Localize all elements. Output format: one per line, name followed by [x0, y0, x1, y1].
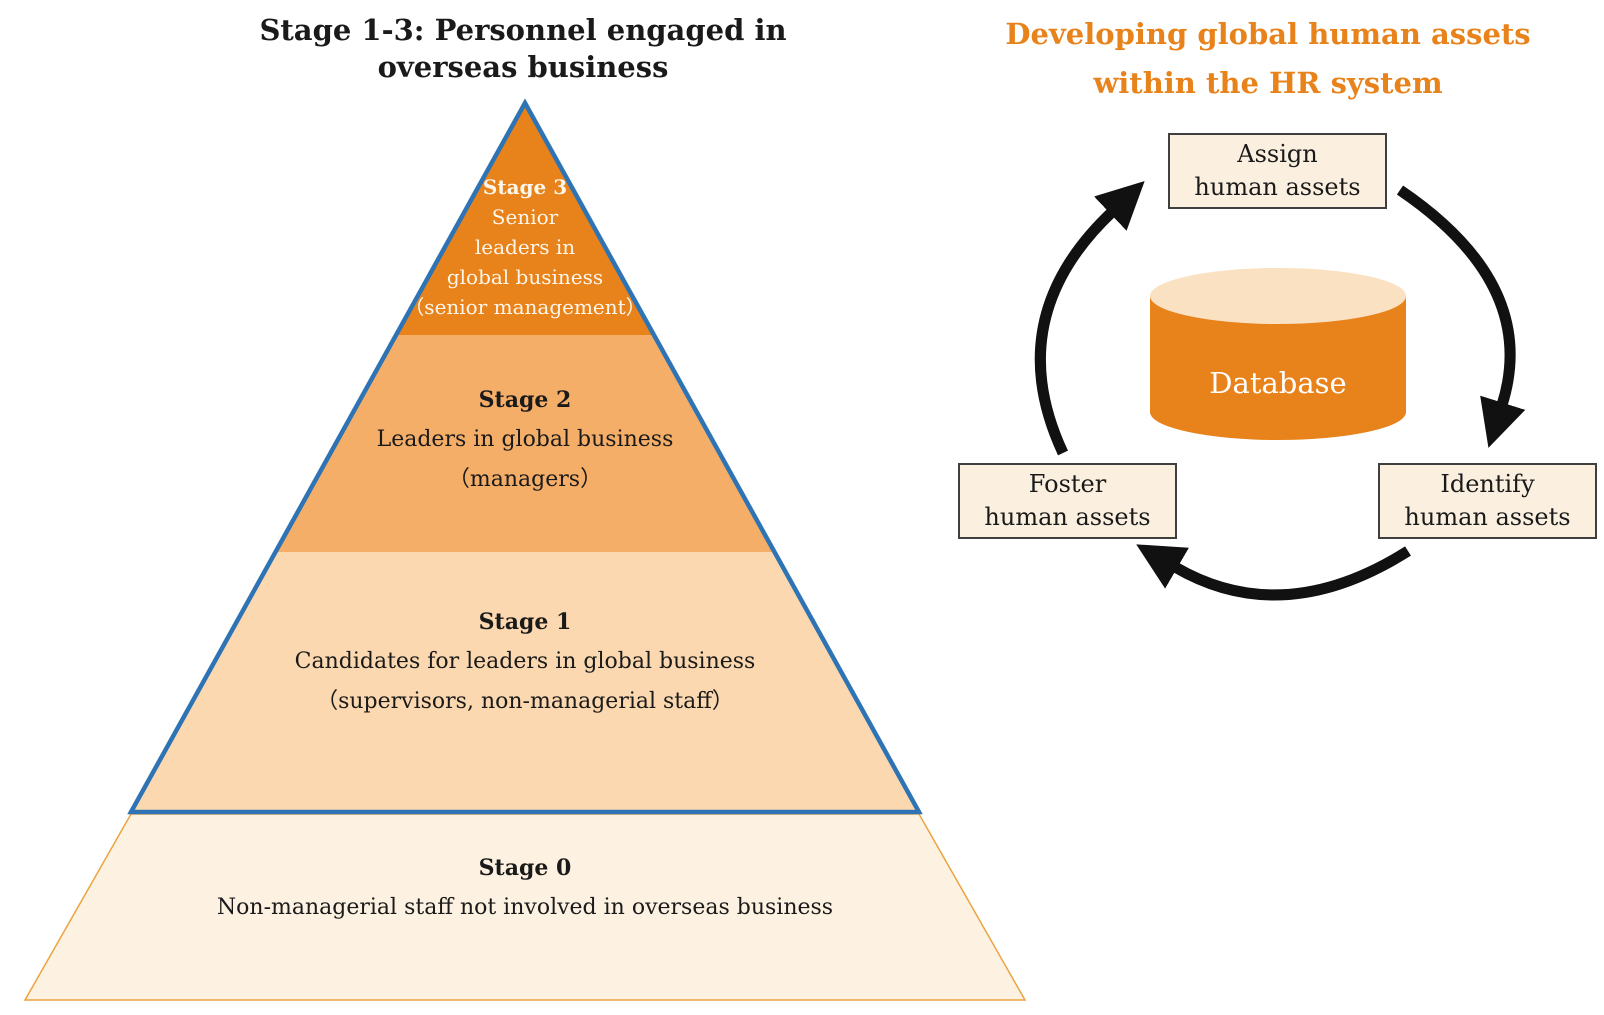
stage0-title: Stage 0 [478, 855, 572, 881]
right-panel-title-line2: within the HR system [1093, 66, 1443, 100]
cycle-arrow-assign-to-identify-icon [1396, 185, 1526, 448]
pyramid-stage2-label: Stage 2 Leaders in global business （mana… [377, 380, 674, 500]
pyramid-stage1-label: Stage 1 Candidates for leaders in global… [295, 602, 756, 722]
stage3-line: global business [446, 265, 604, 289]
right-panel-title-line1: Developing global human assets [1005, 17, 1531, 51]
stage0-line: Non-managerial staff not involved in ove… [216, 895, 834, 920]
identify-box-line2: human assets [1404, 503, 1571, 531]
cycle-arrow-foster-to-assign-icon [1034, 181, 1145, 456]
stage1-title: Stage 1 [478, 609, 572, 635]
database-label: Database [1209, 366, 1347, 400]
left-panel-title-line1: Stage 1-3: Personnel engaged in [259, 13, 787, 47]
stage2-line: （managers） [447, 467, 603, 492]
identify-box-line1: Identify [1440, 470, 1535, 498]
pyramid-stage2-shape [276, 335, 774, 552]
right-panel-title: Developing global human assets within th… [1005, 10, 1530, 108]
stage2-line: Leaders in global business [376, 427, 674, 452]
foster-human-assets-box: Foster human assets [958, 463, 1177, 539]
assign-human-assets-box: Assign human assets [1168, 133, 1387, 209]
stage3-line: （senior management） [404, 295, 646, 319]
pyramid-stage1-shape [131, 552, 919, 812]
pyramid-stage0-label: Stage 0 Non-managerial staff not involve… [217, 848, 833, 928]
left-panel-title-line2: overseas business [377, 50, 669, 84]
left-panel-title: Stage 1-3: Personnel engaged in overseas… [259, 12, 786, 86]
stage3-line: Senior [491, 205, 559, 229]
foster-box-line1: Foster [1028, 470, 1107, 498]
database-cylinder-top [1150, 268, 1406, 324]
stage1-line: Candidates for leaders in global busines… [294, 649, 756, 674]
cycle-arrow-identify-to-foster-icon [1136, 544, 1411, 601]
foster-box-line2: human assets [984, 503, 1151, 531]
database-cylinder-body [1150, 296, 1406, 440]
identify-human-assets-box: Identify human assets [1378, 463, 1597, 539]
stage3-title: Stage 3 [482, 175, 568, 199]
stage1-line: （supervisors, non-managerial staff） [316, 689, 734, 714]
stage2-title: Stage 2 [478, 387, 572, 413]
assign-box-line2: human assets [1194, 173, 1361, 201]
pyramid-stage3-label: Stage 3 Senior leaders in global busines… [404, 172, 645, 322]
pyramid-stage3-shape [397, 103, 653, 335]
pyramid-blue-outline [127, 98, 923, 815]
stage3-line: leaders in [474, 235, 576, 259]
assign-box-line1: Assign [1237, 140, 1318, 168]
